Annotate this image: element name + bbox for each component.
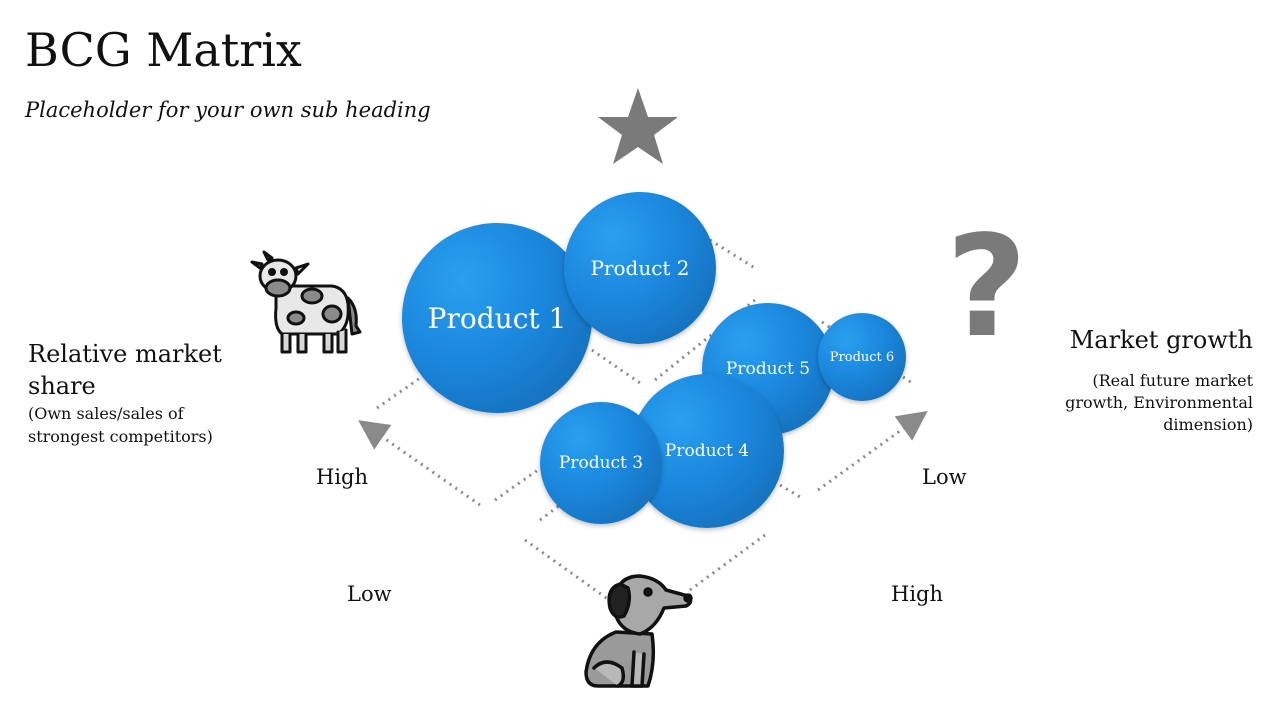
market-growth-note: (Real future market growth, Environmenta… — [1065, 371, 1253, 434]
diamond-line-top-left — [376, 376, 421, 410]
product-bubble-6[interactable]: Product 6 — [818, 313, 906, 401]
axis-arrow-left — [358, 420, 481, 507]
dog-icon — [584, 574, 693, 688]
star-icon — [598, 88, 678, 164]
diamond-line-inner-right — [779, 483, 801, 499]
axis-label-low-bottom: Low — [347, 582, 392, 606]
axis-label-high-left: High — [316, 465, 368, 489]
market-growth-heading: Market growth — [1069, 326, 1253, 354]
product-label-2: Product 2 — [590, 256, 690, 280]
diamond-line-inner-left — [494, 463, 546, 502]
axis-arrow-right — [817, 410, 928, 492]
product-bubble-1[interactable]: Product 1 — [402, 223, 592, 413]
product-bubble-3[interactable]: Product 3 — [540, 402, 662, 524]
question-icon: ? — [946, 206, 1028, 369]
product-label-6: Product 6 — [829, 349, 895, 365]
product-label-5: Product 5 — [725, 359, 811, 379]
axis-label-low-right: Low — [922, 465, 967, 489]
relative-market-share-note: (Own sales/sales of strongest competitor… — [28, 404, 213, 446]
product-label-4: Product 4 — [664, 441, 750, 461]
diamond-line-inner-bottom — [539, 503, 561, 522]
cow-icon — [250, 250, 362, 354]
relative-market-share-heading: Relative market share — [28, 340, 222, 400]
page-subtitle: Placeholder for your own sub heading — [25, 98, 431, 122]
diamond-line-bottom-right — [689, 533, 766, 592]
page-title: BCG Matrix — [25, 23, 302, 77]
product-bubble-2[interactable]: Product 2 — [564, 192, 716, 344]
axis-label-high-bottom: High — [891, 582, 943, 606]
diamond-line-top-right — [709, 238, 756, 270]
product-label-3: Product 3 — [558, 453, 644, 473]
diamond-line-center-left — [591, 348, 641, 385]
product-label-1: Product 1 — [427, 301, 567, 335]
